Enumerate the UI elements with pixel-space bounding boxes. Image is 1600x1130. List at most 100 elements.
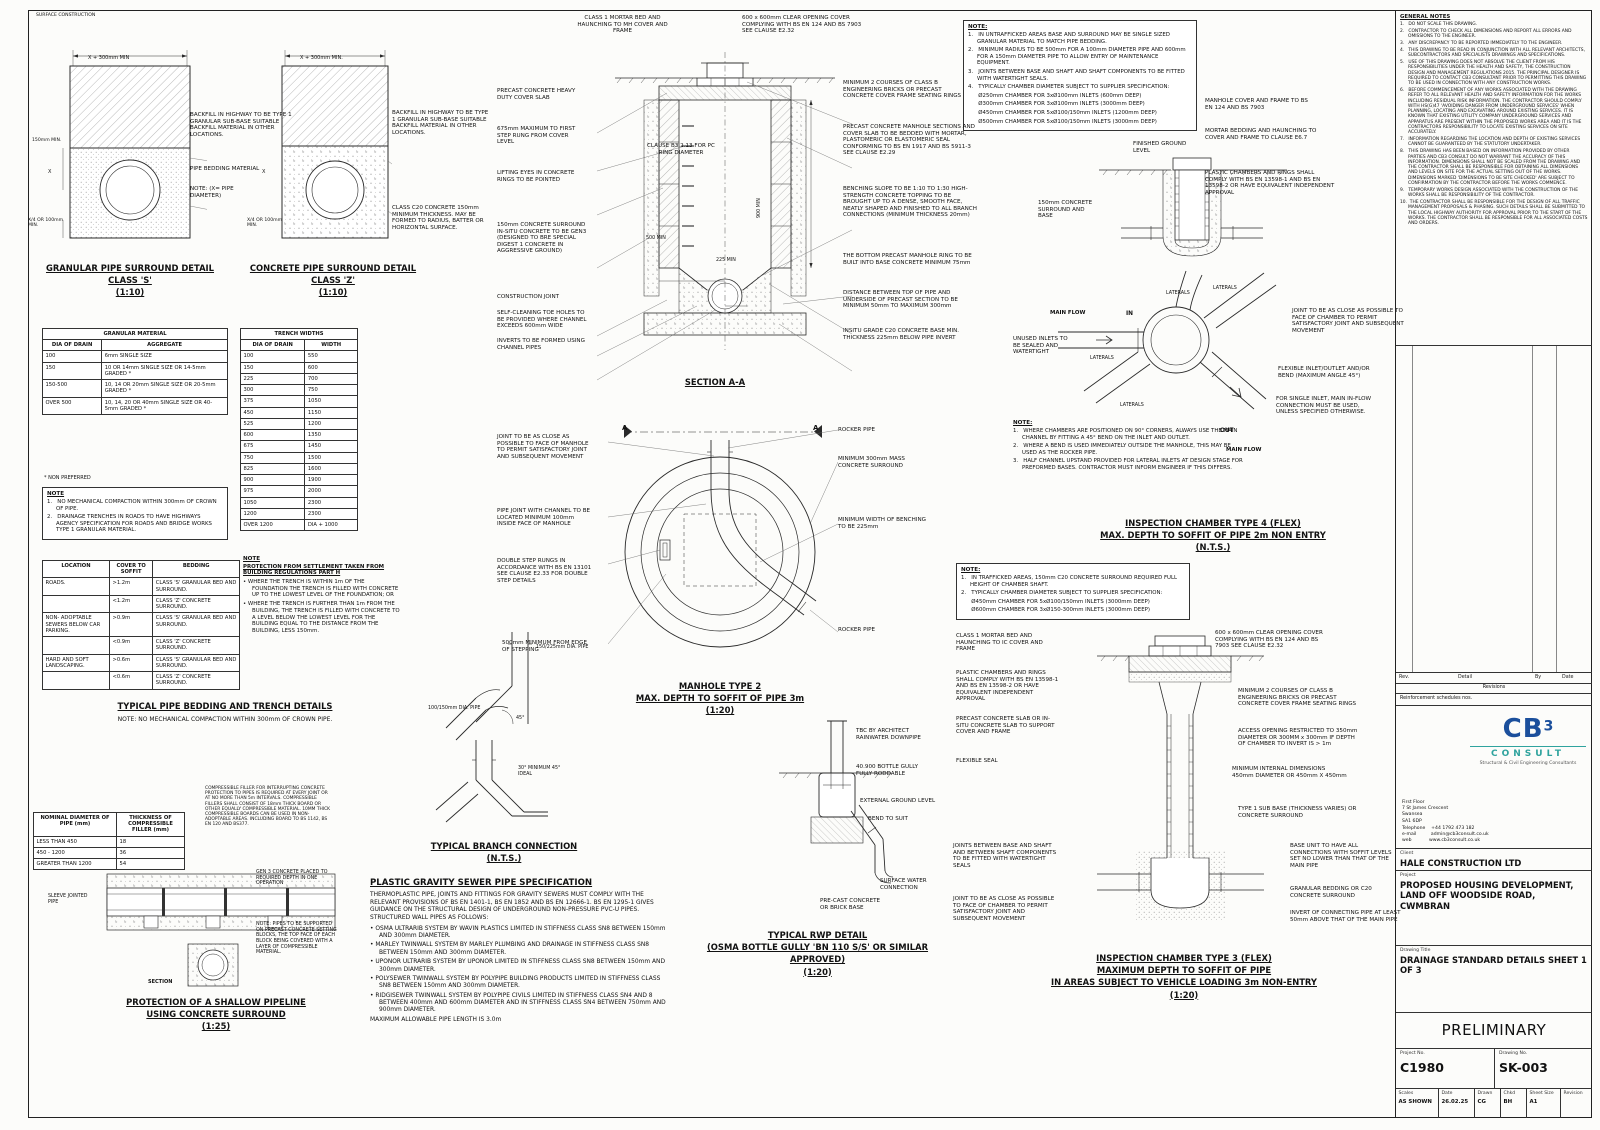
numbers-row: Project No. C1980 Drawing No. SK-003	[1396, 1048, 1592, 1088]
reinforcement-note: Reinforcement schedules nos.	[1396, 693, 1592, 705]
drawing-title-label: Drawing Title	[1400, 948, 1431, 953]
checked-value: BH	[1503, 1099, 1513, 1105]
annotation-label: CLASS 1 MORTAR BED AND HAUNCHING TO IC C…	[956, 633, 1043, 653]
rev-col-label: Date	[1562, 674, 1574, 680]
annotation-label: PRECAST CONCRETE MANHOLE SECTIONS AND CO…	[843, 124, 975, 157]
annotation-label: 100/150mm DIA. PIPE	[428, 706, 481, 711]
annotation-label: PLASTIC CHAMBERS AND RINGS SHALL COMPLY …	[956, 670, 1059, 703]
annotation-label: MINIMUM 2 COURSES OF CLASS B ENGINEERING…	[1238, 688, 1357, 708]
annotation-label: 40.900 BOTTLE GULLY FULLY RODDABLE	[856, 764, 918, 777]
annotation-label: CONSTRUCTION JOINT	[497, 294, 560, 300]
annotation-label: MINIMUM 2 COURSES OF CLASS B ENGINEERING…	[843, 80, 962, 100]
annotation-label: LATERALS	[1090, 356, 1114, 361]
annotation-label: ROCKER PIPE	[838, 627, 875, 633]
annotation-label: THE BOTTOM PRECAST MANHOLE RING TO BE BU…	[843, 253, 972, 266]
annotation-label: NOTE: (X= PIPE DIAMETER)	[190, 186, 234, 199]
text-line: MAX. DEPTH TO SOFFIT OF PIPE 2m NON ENTR…	[1100, 530, 1326, 541]
column-header: WIDTH	[304, 339, 358, 352]
note-title: NOTE:	[961, 567, 981, 573]
annotation-label: EXTERNAL GROUND LEVEL	[860, 798, 936, 804]
manhole-type2-plan-drawing	[608, 425, 838, 648]
text-line: CONCRETE PIPE SURROUND DETAIL	[249, 263, 417, 273]
annotation-label: X	[48, 169, 52, 175]
general-notes: GENERAL NOTES 1. DO NOT SCALE THIS DRAWI…	[1396, 11, 1592, 345]
text-line: First Floor	[1402, 800, 1425, 805]
date-label: Date	[1441, 1091, 1453, 1096]
annotation-label: 500 MIN	[646, 236, 666, 241]
text-line: MAX. DEPTH TO SOFFIT OF PIPE 3m	[635, 693, 805, 704]
text-line: (OSMA BOTTLE GULLY 'BN 110 S/S' OR SIMIL…	[706, 942, 929, 965]
text-line: INSPECTION CHAMBER TYPE 3 (FLEX)	[1096, 953, 1272, 963]
annotation-label: X + 300mm MIN	[88, 55, 130, 61]
text-line: 4. THIS DRAWING TO BE READ IN CONJUNCTIO…	[1400, 47, 1587, 59]
sheet-border	[28, 10, 1592, 1118]
annotation-label: LATERALS	[1166, 291, 1190, 296]
spec-outro: MAXIMUM ALLOWABLE PIPE LENGTH IS 3.0m	[370, 1016, 502, 1023]
text-line: PROTECTION OF A SHALLOW PIPELINE	[126, 997, 306, 1007]
granular-surround-drawing	[62, 50, 207, 239]
drawing-title-row: Drawing Title DRAINAGE STANDARD DETAILS …	[1396, 945, 1592, 1012]
annotation-label: X/4 OR 100mm MIN.	[28, 218, 64, 229]
annotation-label: 600 x 600mm CLEAR OPENING COVER COMPLYIN…	[742, 15, 862, 35]
scales-value: AS SHOWN	[1398, 1099, 1432, 1105]
revisions-header: Rev. Detail By Date	[1396, 672, 1592, 683]
note-subtitle: PROTECTION FROM SETTLEMENT TAKEN FROM BU…	[243, 564, 385, 577]
drawn-cell: Drawn CG	[1474, 1089, 1500, 1118]
annotation-label: 675mm MAXIMUM TO FIRST STEP RUNG FROM CO…	[497, 126, 576, 146]
client-name: HALE CONSTRUCTION LTD	[1400, 857, 1522, 868]
client-row: Client HALE CONSTRUCTION LTD	[1396, 848, 1592, 870]
text-line: 1. DO NOT SCALE THIS DRAWING.	[1400, 22, 1478, 27]
company-block: CB3 CONSULT Structural & Civil Engineeri…	[1396, 705, 1592, 848]
drawing-no-cell: Drawing No. SK-003	[1494, 1049, 1592, 1088]
annotation-label: MINIMUM WIDTH OF BENCHING TO BE 225mm	[838, 517, 926, 530]
text-line: WHERE THE TRENCH IS WITHIN 1m OF THE FOU…	[243, 579, 401, 599]
ic4-title: INSPECTION CHAMBER TYPE 4 (FLEX)MAX. DEP…	[1082, 517, 1344, 554]
ic3-section-drawing	[1097, 635, 1264, 920]
annotation-label: BASE UNIT TO HAVE ALL CONNECTIONS WITH S…	[1290, 843, 1392, 869]
annotation-label: BACKFILL IN HIGHWAY TO BE TYPE 1 GRANULA…	[392, 110, 489, 136]
branch-connection-drawing	[435, 632, 548, 823]
note-list: 1. IN TRAFFICKED AREAS, 150mm C20 CONCRE…	[961, 575, 1185, 614]
annotation-label: MANHOLE COVER AND FRAME TO BS EN 124 AND…	[1205, 98, 1308, 111]
note-title: NOTE	[47, 491, 65, 497]
text-line: web www.cb3consult.co.uk	[1402, 838, 1481, 844]
annotation-label: BACKFILL IN HIGHWAY TO BE TYPE 1 GRANULA…	[190, 112, 292, 138]
text-line: SA1 6DP	[1402, 818, 1422, 824]
note-title: NOTE:	[968, 24, 988, 30]
text-line: USING CONCRETE SURROUND	[146, 1009, 286, 1020]
annotation-label: FLEXIBLE INLET/OUTLET AND/OR BEND (MAXIM…	[1278, 366, 1370, 379]
annotation-label: 500mm MINIMUM FROM EDGE OF STEPPING	[502, 640, 588, 653]
text-line: (N.T.S.)	[1195, 542, 1231, 553]
text-line: TYPICAL PIPE BEDDING AND TRENCH DETAILS	[117, 701, 333, 711]
sheet-size-label: Sheet Size	[1529, 1091, 1554, 1096]
text-line: SECTION A-A	[684, 377, 746, 387]
logo-consult: CONSULT	[1470, 746, 1586, 759]
project-no: C1980	[1400, 1060, 1444, 1075]
text-line: 1. WHERE CHAMBERS ARE POSITIONED ON 90° …	[1013, 428, 1240, 441]
ic3-notes-box: NOTE: 1. IN TRAFFICKED AREAS, 150mm C20 …	[956, 563, 1190, 620]
annotation-label: 600 x 600mm CLEAR OPENING COVER COMPLYIN…	[1215, 630, 1323, 650]
text-line: 3. JOINTS BETWEEN BASE AND SHAFT AND SHA…	[968, 68, 1187, 82]
text-line: (1:20)	[1169, 989, 1199, 1000]
text-line: (1:20)	[705, 705, 735, 716]
annotation-label: 225 MIN	[716, 258, 736, 263]
grid-line	[1412, 346, 1413, 672]
annotation-label: SELF-CLEANING TOE HOLES TO BE PROVIDED W…	[497, 310, 587, 330]
drawing-title: DRAINAGE STANDARD DETAILS SHEET 1 OF 3	[1400, 954, 1587, 976]
annotation-label: PLASTIC CHAMBERS AND RINGS SHALL COMPLY …	[1205, 170, 1335, 196]
